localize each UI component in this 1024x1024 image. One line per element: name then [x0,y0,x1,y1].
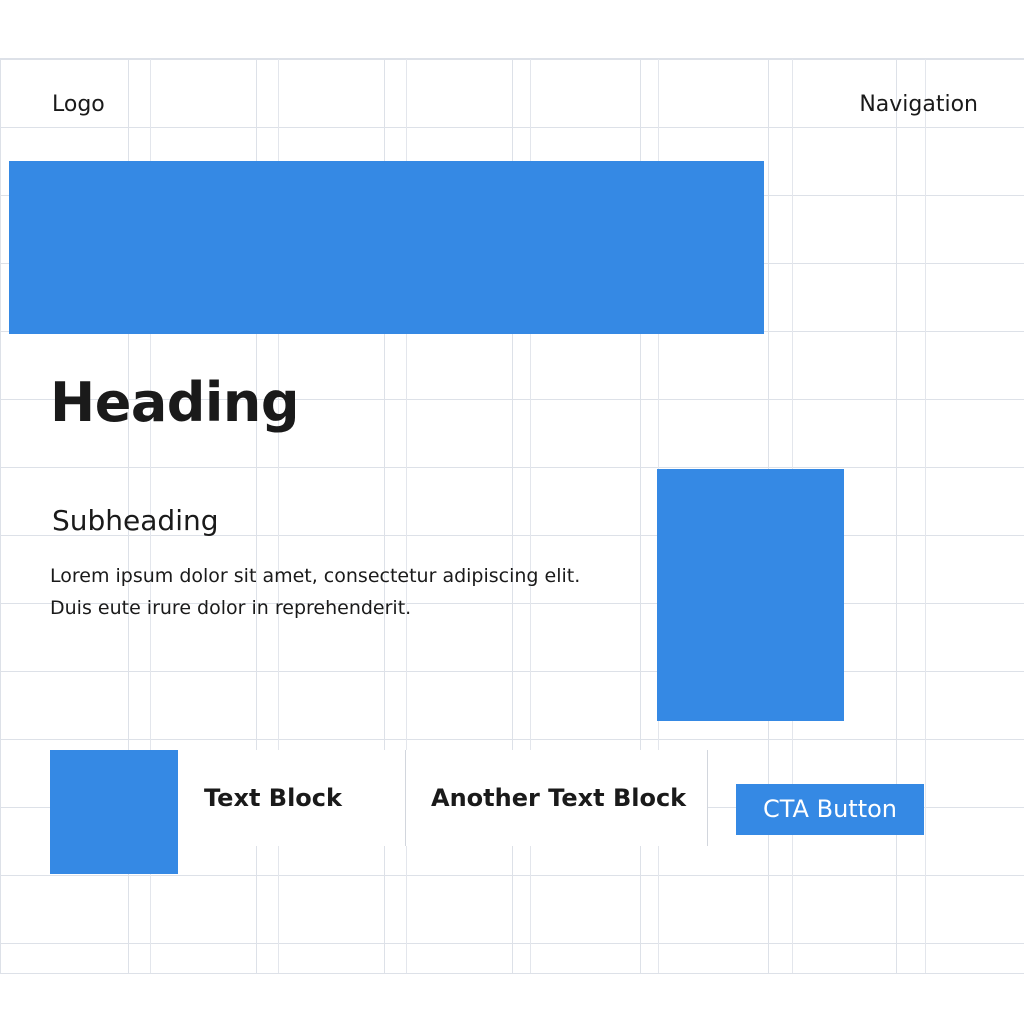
another-text-block-label: Another Text Block [431,784,687,812]
another-text-block: Another Text Block [406,750,708,846]
text-block-label: Text Block [204,784,342,812]
navigation[interactable]: Navigation [859,92,978,117]
grid-column-line [925,59,926,973]
body-paragraph: Lorem ipsum dolor sit amet, consectetur … [50,560,650,624]
paragraph-line: Lorem ipsum dolor sit amet, consectetur … [50,565,581,587]
grid-column-line [406,59,407,973]
paragraph-line: Duis eute irure dolor in reprehenderit. [50,597,412,619]
subheading: Subheading [52,504,219,537]
thumbnail-placeholder [50,750,178,874]
hero-banner-placeholder [9,161,764,334]
grid-column-line [150,59,151,973]
side-image-placeholder [657,469,844,721]
page-heading: Heading [50,371,300,434]
grid-column-line [530,59,531,973]
text-block: Text Block [178,750,406,846]
logo[interactable]: Logo [52,92,105,117]
cta-button[interactable]: CTA Button [736,784,924,835]
grid-column-line [278,59,279,973]
